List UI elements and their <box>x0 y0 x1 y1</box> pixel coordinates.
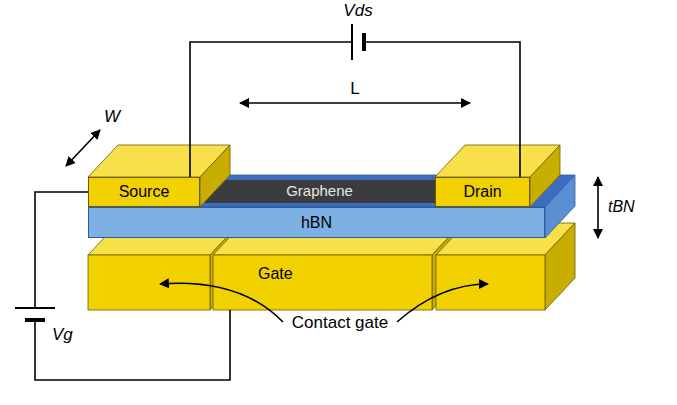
voltage-label: Vds <box>343 2 372 21</box>
source-pad: Source <box>88 177 200 207</box>
width-arrow <box>66 130 100 166</box>
gate-electrode: Gate <box>213 255 432 310</box>
dimension-label: tBN <box>608 198 635 216</box>
annotation-label: Contact gate <box>292 314 388 333</box>
gate-block <box>213 255 432 310</box>
node-label: Gate <box>258 265 293 283</box>
contact-gate-block <box>436 255 545 310</box>
length-arrow <box>240 102 470 104</box>
gate-side-face <box>545 223 575 310</box>
node-label: Source <box>119 183 170 201</box>
voltage-label: Vg <box>52 326 73 345</box>
graphene-sheet: Graphene <box>204 180 435 203</box>
node-label: Drain <box>463 183 501 201</box>
node-label: hBN <box>301 214 332 232</box>
drain-side-face <box>530 145 560 207</box>
thickness-arrow <box>597 177 599 238</box>
contact-gate-block <box>88 255 210 310</box>
dimension-label: W <box>104 108 120 127</box>
drain-pad: Drain <box>435 177 530 207</box>
hbn-top-face <box>88 175 575 207</box>
leader-arrow <box>397 284 488 322</box>
dimension-label: L <box>350 80 359 99</box>
node-label: Graphene <box>286 183 353 200</box>
graphene-fill <box>204 180 435 203</box>
circuit-wire <box>190 42 520 177</box>
leader-arrow <box>160 283 283 322</box>
hbn-layer: hBN <box>88 207 545 238</box>
